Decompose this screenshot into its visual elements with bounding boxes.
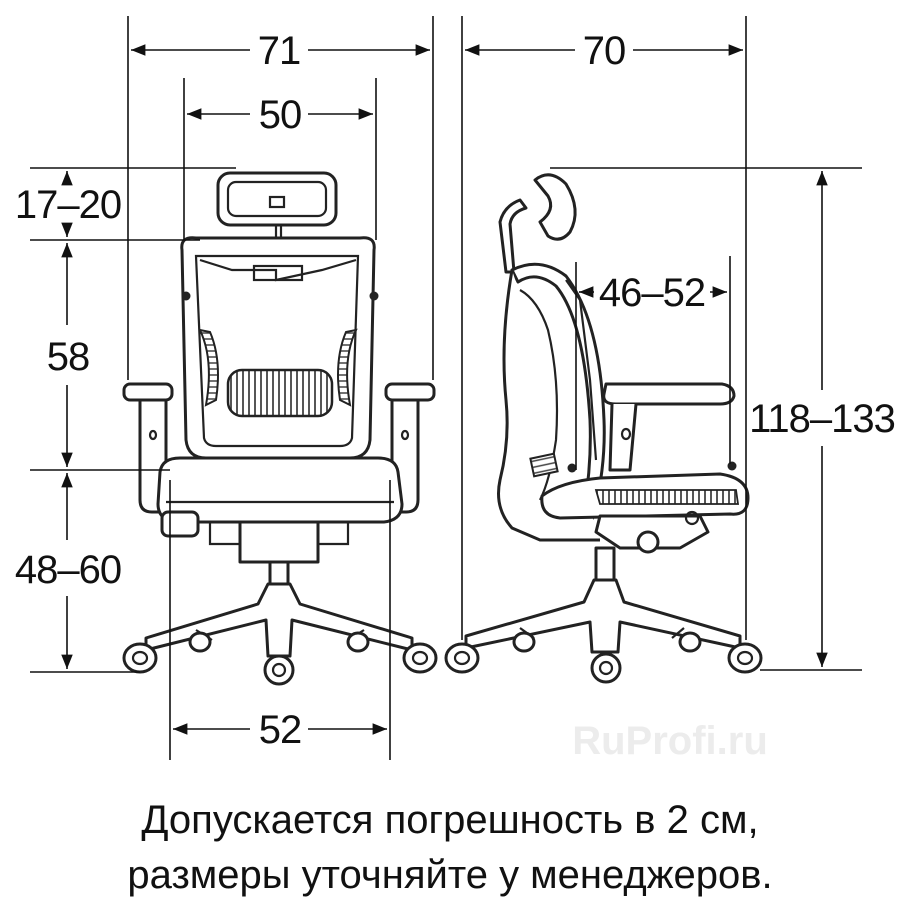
- note-line-1: Допускается погрешность в 2 см,: [141, 798, 759, 842]
- note-line-2: размеры уточняйте у менеджеров.: [127, 853, 773, 897]
- dim-base-width: [169, 480, 391, 760]
- dim-seat-height: [30, 473, 140, 673]
- dim-total-height: [550, 167, 862, 671]
- dim-side-depth-label: 70: [583, 29, 626, 73]
- dim-headrest: [30, 167, 236, 241]
- watermark: RuProfi.ru: [572, 719, 768, 763]
- dim-back-width: [183, 78, 377, 240]
- front-view-chair: [122, 171, 438, 686]
- dim-headrest-label: 17–20: [15, 183, 121, 227]
- dim-side-depth: [461, 16, 747, 640]
- dim-seat-height-label: 48–60: [15, 548, 121, 592]
- dim-back-width-label: 50: [259, 93, 302, 137]
- dim-front-width-label: 71: [258, 29, 301, 73]
- dim-back-height-label: 58: [47, 335, 90, 379]
- dim-seat-depth: [575, 256, 731, 470]
- dim-total-height-label: 118–133: [749, 397, 895, 441]
- dim-front-width: [127, 16, 434, 380]
- dim-base-width-label: 52: [259, 708, 302, 752]
- dim-back-height: [30, 242, 170, 471]
- dim-seat-depth-label: 46–52: [599, 271, 705, 315]
- side-view-chair: [444, 173, 763, 684]
